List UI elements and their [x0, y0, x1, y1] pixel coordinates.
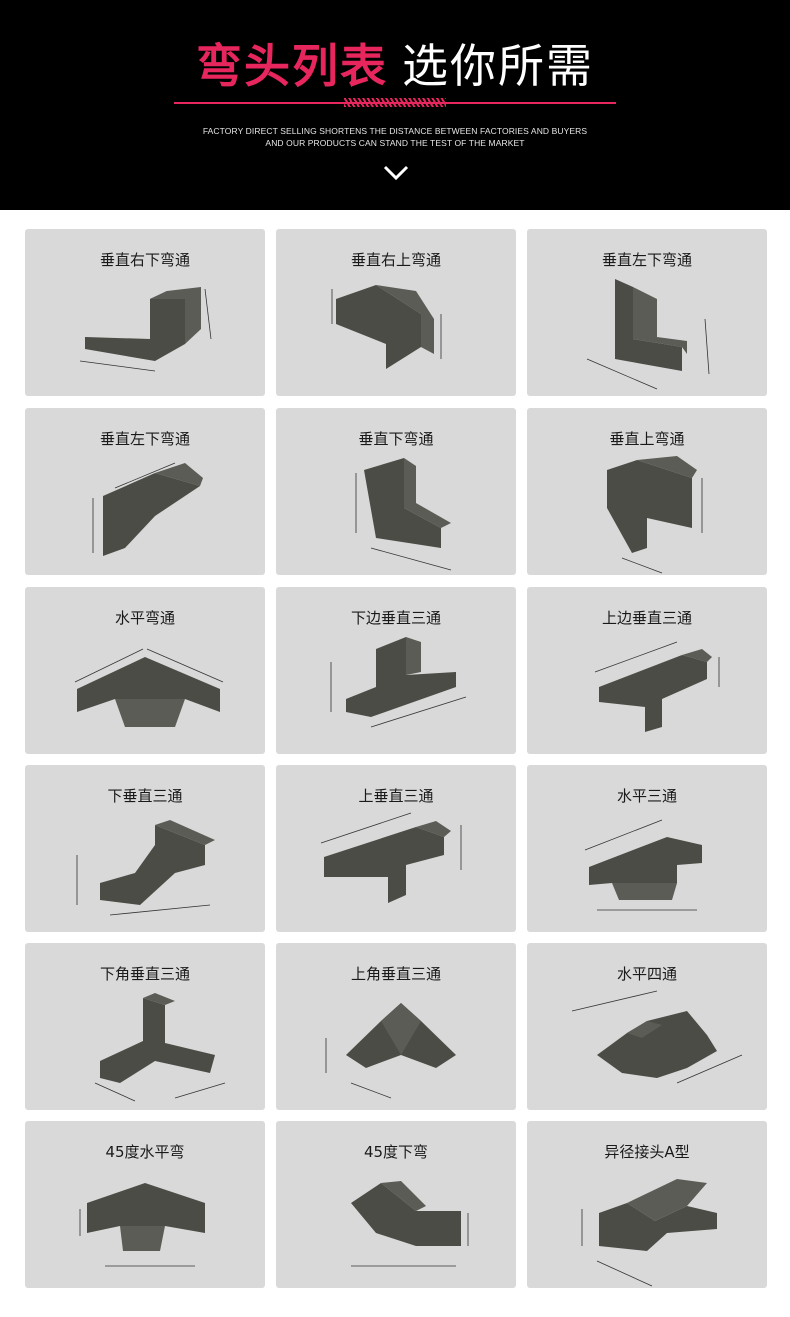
product-card-4[interactable]: 垂直左下弯通 [25, 408, 265, 575]
product-label: 异径接头A型 [604, 1143, 690, 1161]
product-card-7[interactable]: 水平弯通 [25, 587, 265, 754]
subtitle-line-2: AND OUR PRODUCTS CAN STAND THE TEST OF T… [265, 138, 525, 148]
product-card-5[interactable]: 垂直下弯通 [276, 408, 516, 575]
product-card-12[interactable]: 水平三通 [527, 765, 767, 932]
product-label: 水平三通 [616, 787, 677, 805]
product-label: 垂直右上弯通 [350, 251, 441, 269]
product-label: 下角垂直三通 [99, 965, 190, 983]
45-degree-horizontal-bend-diagram [79, 1183, 205, 1267]
product-card-2[interactable]: 垂直右上弯通 [276, 229, 516, 396]
product-label: 上垂直三通 [358, 787, 434, 805]
product-card-14[interactable]: 上角垂直三通 [276, 943, 516, 1110]
product-card-11[interactable]: 上垂直三通 [276, 765, 516, 932]
subtitle-line-1: FACTORY DIRECT SELLING SHORTENS THE DIST… [202, 126, 588, 136]
product-card-9[interactable]: 上边垂直三通 [527, 587, 767, 754]
product-card-15[interactable]: 水平四通 [527, 943, 767, 1110]
reducer-type-a-diagram [581, 1179, 717, 1287]
title-highlight: 弯头列表 [196, 39, 388, 93]
product-card-10[interactable]: 下垂直三通 [25, 765, 265, 932]
45-degree-down-bend-diagram [351, 1181, 469, 1267]
product-label: 垂直右下弯通 [99, 251, 190, 269]
product-label: 垂直上弯通 [609, 430, 685, 448]
product-card-16[interactable]: 45度水平弯 [25, 1121, 265, 1288]
product-label: 上角垂直三通 [350, 965, 441, 983]
product-label: 垂直左下弯通 [99, 430, 190, 448]
lower-side-vertical-tee-diagram [330, 637, 467, 728]
horizontal-bend-diagram [74, 648, 224, 727]
title-rest: 选你所需 [402, 39, 594, 93]
product-card-18[interactable]: 异径接头A型 [527, 1121, 767, 1288]
vertical-down-bend-diagram [355, 458, 452, 571]
header-banner: 弯头列表选你所需 FACTORY DIRECT SELLING SHORTENS… [0, 0, 790, 210]
product-label: 水平弯通 [114, 609, 175, 627]
horizontal-cross-diagram [571, 990, 743, 1084]
product-card-13[interactable]: 下角垂直三通 [25, 943, 265, 1110]
upper-corner-vertical-tee-diagram [325, 1003, 456, 1099]
horizontal-tee-diagram [584, 819, 702, 911]
upper-side-vertical-tee-diagram [594, 641, 720, 732]
lower-corner-vertical-tee-diagram [94, 993, 226, 1102]
product-card-1[interactable]: 垂直右下弯通 [25, 229, 265, 396]
chevron-down-icon [383, 165, 409, 181]
product-label: 垂直左下弯通 [601, 251, 692, 269]
vertical-up-bend-diagram [607, 456, 703, 574]
product-label: 上边垂直三通 [601, 609, 692, 627]
product-card-17[interactable]: 45度下弯 [276, 1121, 516, 1288]
vertical-right-down-bend-diagram [79, 287, 212, 372]
product-label: 垂直下弯通 [358, 430, 434, 448]
page-title: 弯头列表选你所需 [0, 30, 790, 93]
vertical-left-down-bend-diagram [586, 279, 710, 390]
product-label: 下垂直三通 [107, 787, 183, 805]
product-card-6[interactable]: 垂直上弯通 [527, 408, 767, 575]
vertical-right-up-bend-diagram [331, 285, 442, 369]
product-label: 水平四通 [616, 965, 677, 983]
product-label: 下边垂直三通 [350, 609, 441, 627]
divider-hatch-decoration [344, 98, 446, 107]
lower-vertical-tee-diagram [76, 820, 215, 916]
product-card-8[interactable]: 下边垂直三通 [276, 587, 516, 754]
product-label: 45度水平弯 [105, 1143, 185, 1161]
upper-vertical-tee-diagram [320, 812, 462, 903]
product-card-3[interactable]: 垂直左下弯通 [527, 229, 767, 396]
product-label: 45度下弯 [363, 1143, 429, 1161]
vertical-left-down-bend-alt-diagram [92, 462, 203, 556]
